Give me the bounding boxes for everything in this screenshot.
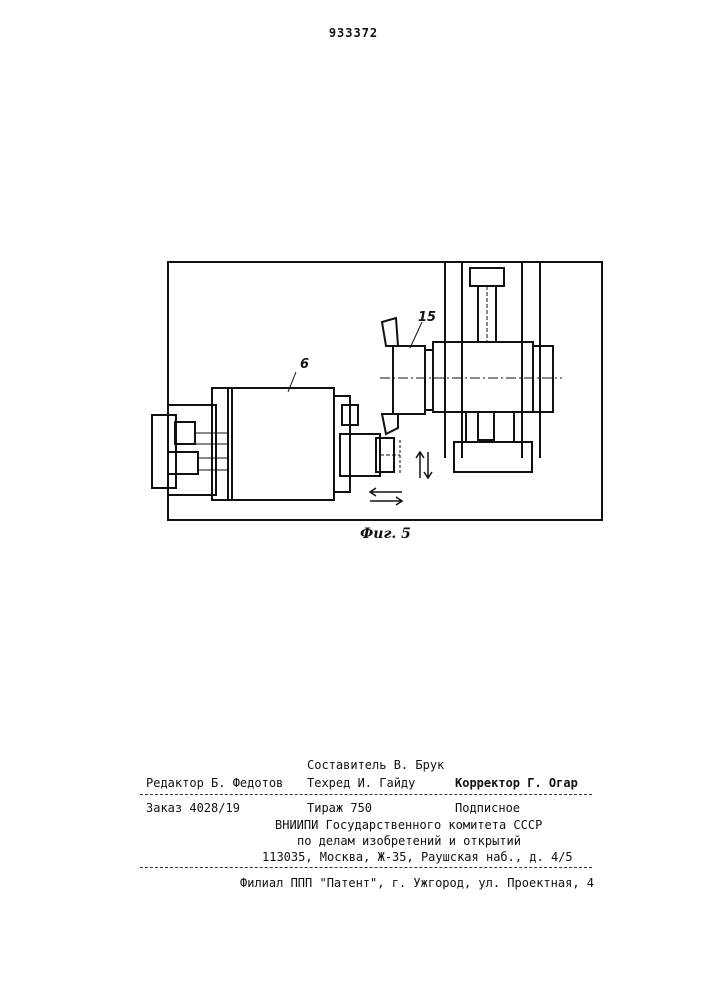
branch-line: Филиал ППП "Патент", г. Ужгород, ул. Про…: [240, 876, 594, 890]
corrector-line: Корректор Г. Огар: [455, 776, 578, 790]
compiler-line: Составитель В. Брук: [307, 758, 444, 772]
part-label-15: 15: [418, 310, 436, 325]
org-line-2: по делам изобретений и открытий: [297, 834, 521, 848]
spindle-housing-6: [228, 388, 334, 500]
circulation-line: Тираж 750: [307, 801, 372, 815]
techred-line: Техред И. Гайду: [307, 776, 415, 790]
divider-top: [140, 794, 592, 795]
order-line: Заказ 4028/19: [146, 801, 240, 815]
divider-bottom: [140, 867, 592, 868]
address-line: 113035, Москва, Ж-35, Раушская наб., д. …: [262, 850, 573, 864]
drawing-frame: [168, 262, 602, 520]
figure-caption: Фиг. 5: [360, 526, 411, 542]
org-line-1: ВНИИПИ Государственного комитета СССР: [275, 818, 542, 832]
part-label-6: 6: [300, 357, 309, 372]
figure-5-drawing: [0, 0, 707, 560]
subscription-line: Подписное: [455, 801, 520, 815]
editor-line: Редактор Б. Федотов: [146, 776, 283, 790]
tool-holder-15: [393, 346, 425, 414]
carriage-block: [433, 342, 533, 412]
